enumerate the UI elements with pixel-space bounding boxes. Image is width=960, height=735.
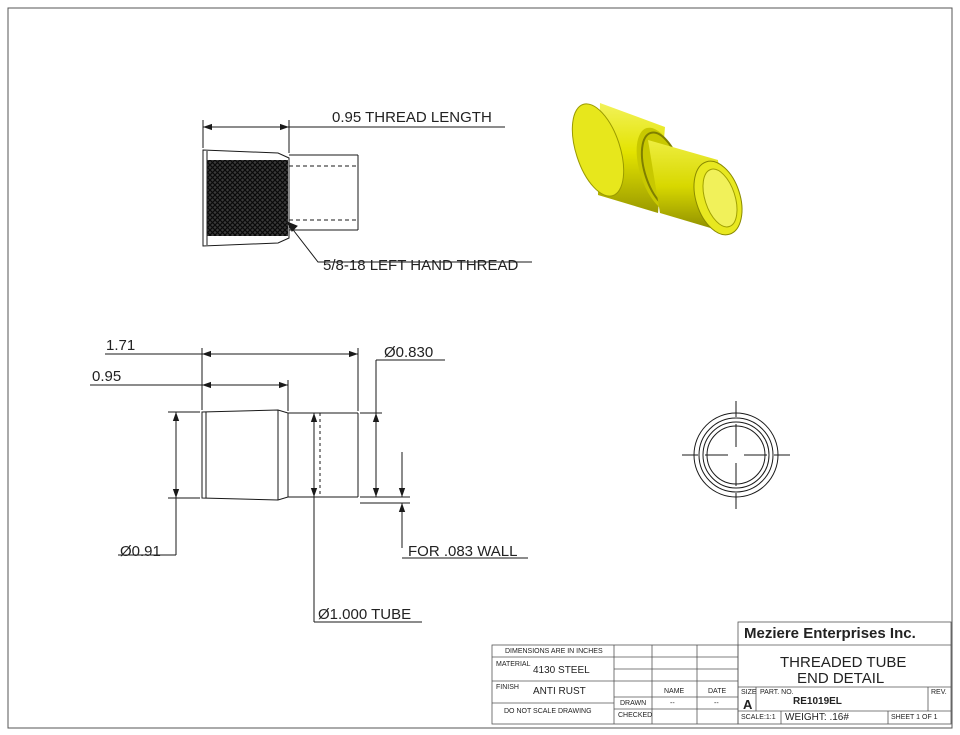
weight-text: WEIGHT: .16# xyxy=(785,712,849,723)
no-scale-note: DO NOT SCALE DRAWING xyxy=(504,708,592,715)
side-view xyxy=(90,348,528,623)
checked-label: CHECKED xyxy=(618,712,653,719)
material-label: MATERIAL xyxy=(496,661,531,668)
thread-view xyxy=(202,120,532,263)
wall-label: FOR .083 WALL xyxy=(408,543,517,560)
part-no-value: RE1019EL xyxy=(793,696,842,707)
overall-length-label: 1.71 xyxy=(106,337,135,354)
scale-text: SCALE:1:1 xyxy=(741,714,776,721)
size-label: SIZE xyxy=(741,689,757,696)
drawn-label: DRAWN xyxy=(620,700,647,707)
drawn-name: -- xyxy=(670,700,675,707)
dimensions-note: DIMENSIONS ARE IN INCHES xyxy=(505,648,603,655)
part-no-label: PART. NO. xyxy=(760,689,794,696)
size-value: A xyxy=(743,697,753,712)
front-diameter-label: Ø0.91 xyxy=(120,543,161,560)
name-header: NAME xyxy=(664,688,685,695)
rev-label: REV. xyxy=(931,689,947,696)
end-view xyxy=(682,401,790,509)
thread-spec-label: 5/8-18 LEFT HAND THREAD xyxy=(323,257,519,274)
front-length-label: 0.95 xyxy=(92,368,121,385)
end-diameter-label: Ø0.830 xyxy=(384,344,433,361)
finish-value: ANTI RUST xyxy=(533,686,586,697)
tube-diameter-label: Ø1.000 TUBE xyxy=(318,606,411,623)
drawing-title-line2: END DETAIL xyxy=(797,670,885,687)
title-block-grid xyxy=(491,621,952,725)
drawing-title-line1: THREADED TUBE xyxy=(780,654,907,671)
sheet-border xyxy=(7,7,953,729)
date-header: DATE xyxy=(708,688,727,695)
finish-label: FINISH xyxy=(496,684,519,691)
thread-length-label: 0.95 THREAD LENGTH xyxy=(332,109,492,126)
isometric-part-image xyxy=(571,103,743,236)
material-value: 4130 STEEL xyxy=(533,665,590,676)
company-name: Meziere Enterprises Inc. xyxy=(744,625,916,642)
sheet-text: SHEET 1 OF 1 xyxy=(891,714,938,721)
drawn-date: -- xyxy=(714,700,719,707)
